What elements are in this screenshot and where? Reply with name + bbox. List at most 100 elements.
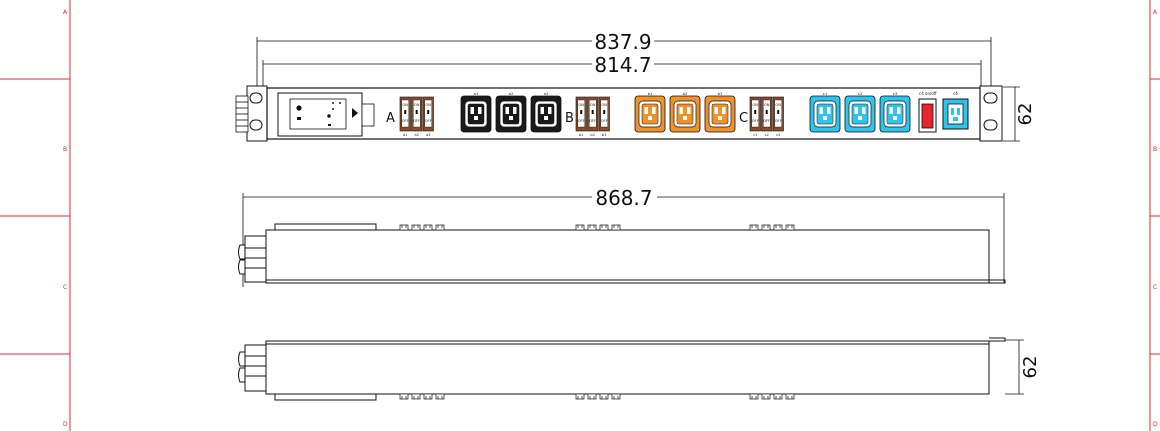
breaker-on-label: ON <box>764 103 770 107</box>
cable-gland-side <box>238 235 267 283</box>
meter-port <box>297 117 301 120</box>
breaker-off-label: OFF <box>752 119 759 123</box>
outlet-label: a2 <box>509 91 514 96</box>
outlet-a3: a3 <box>530 91 562 133</box>
side-body <box>265 229 990 284</box>
breaker-label: b1 <box>579 133 584 137</box>
side-top-breaker-row <box>398 224 800 231</box>
breaker-on-label: ON <box>425 103 431 107</box>
breaker-on-label: ON <box>601 103 607 107</box>
group-label-a: A <box>386 111 395 126</box>
outlet-c3: c3 <box>879 91 911 133</box>
side-view <box>238 223 1006 284</box>
outlet-b3: b3 <box>704 91 736 133</box>
grid-row-label: A <box>63 9 68 16</box>
breaker-off-label: OFF <box>763 119 770 123</box>
outlet-label: c2 <box>858 91 863 96</box>
right-mount-hole <box>983 92 998 104</box>
meter-port <box>332 102 334 104</box>
dimension-height-bottom <box>1005 339 1024 395</box>
breaker-label: a1 <box>403 133 408 137</box>
meter-module <box>277 92 375 137</box>
breaker-label: a3 <box>426 133 431 137</box>
breaker-profile-group <box>748 224 800 231</box>
outlet-label: c1 <box>823 91 828 96</box>
grid-row-labels-right: A B C D <box>1153 9 1158 428</box>
right-mount-bracket <box>979 85 1003 142</box>
breaker-label: b2 <box>590 133 595 137</box>
breaker-c2[interactable]: ON OFF c2 <box>761 96 773 137</box>
left-mount-hole <box>249 119 263 131</box>
bottom-body <box>265 340 990 395</box>
power-switch-rocker[interactable] <box>921 103 934 129</box>
power-inlet-label: c4 <box>953 91 958 96</box>
grid-row-label: D <box>1153 421 1158 428</box>
outlet-a1: a1 <box>460 91 492 133</box>
cable-gland-bottom <box>238 344 267 392</box>
breaker-profile-group <box>574 393 626 400</box>
breaker-off-label: OFF <box>601 119 608 123</box>
front-view: A B C ONOFFa1ONOFFa2ONOFFa3ONOFFb1ONOFFb… <box>235 85 1003 142</box>
outlet-label: a3 <box>544 91 549 96</box>
bottom-view <box>238 337 1006 401</box>
breaker-label: c3 <box>776 133 780 137</box>
bottom-breaker-row <box>398 393 800 400</box>
breaker-c3[interactable]: ON OFF c3 <box>772 96 784 137</box>
meter-arrow-icon <box>352 108 358 118</box>
breaker-off-label: OFF <box>425 119 432 123</box>
outlet-label: b1 <box>648 91 653 96</box>
breaker-on-label: ON <box>578 103 584 107</box>
breaker-profile-group <box>748 393 800 400</box>
grid-row-label: D <box>63 421 68 428</box>
left-mount-hole <box>249 92 263 104</box>
outlet-b1: b1 <box>634 91 666 133</box>
breaker-on-label: ON <box>414 103 420 107</box>
outlet-label: b3 <box>718 91 723 96</box>
grid-row-label: B <box>1153 146 1157 153</box>
breakers-layer: ONOFFa1ONOFFa2ONOFFa3ONOFFb1ONOFFb2ONOFF… <box>399 96 784 137</box>
breaker-off-label: OFF <box>402 119 409 123</box>
meter-port <box>328 124 331 126</box>
breaker-profile-group <box>398 393 450 400</box>
breaker-off-label: OFF <box>589 119 596 123</box>
dimension-body-length-value: 868.7 <box>595 186 652 210</box>
breaker-off-label: OFF <box>775 119 782 123</box>
breaker-off-label: OFF <box>578 119 585 123</box>
outlet-a2: a2 <box>495 91 527 133</box>
dimension-height-bottom-value: 62 <box>1020 356 1041 379</box>
right-mount-hole <box>983 119 998 131</box>
outlets-layer: a1 a2 a3 b1 b2 b3 c1 c2 c3 <box>460 91 911 133</box>
group-label-b: B <box>565 111 574 126</box>
outlet-label: a1 <box>474 91 479 96</box>
power-switch[interactable]: c4 on/off <box>918 91 937 133</box>
breaker-b1[interactable]: ON OFF b1 <box>575 96 587 137</box>
breaker-b3[interactable]: ON OFF b3 <box>598 96 610 137</box>
outlet-label: b2 <box>683 91 688 96</box>
dimension-overall <box>256 37 992 95</box>
breaker-on-label: ON <box>402 103 408 107</box>
grid-row-label: A <box>1153 9 1158 16</box>
breaker-label: c1 <box>753 133 757 137</box>
breaker-label: b3 <box>602 133 607 137</box>
meter-port <box>339 102 341 104</box>
dimension-height-front-value: 62 <box>1015 103 1036 126</box>
breaker-profile-group <box>398 224 450 231</box>
power-inlet: c4 <box>942 91 969 130</box>
breaker-on-label: ON <box>775 103 781 107</box>
side-end-bracket <box>988 230 1006 284</box>
meter-indicator-dot <box>296 105 302 111</box>
outlet-label: c3 <box>893 91 898 96</box>
grid-row-label: C <box>63 284 67 291</box>
dimension-height-front <box>1003 86 1020 142</box>
breaker-a1[interactable]: ON OFF a1 <box>399 96 411 137</box>
dimension-hole-pitch-value: 814.7 <box>594 53 651 77</box>
left-mount-bracket <box>246 85 268 142</box>
breaker-a3[interactable]: ON OFF a3 <box>422 96 434 137</box>
breaker-label: c2 <box>765 133 769 137</box>
grid-row-labels-left: A B C D <box>63 9 68 428</box>
